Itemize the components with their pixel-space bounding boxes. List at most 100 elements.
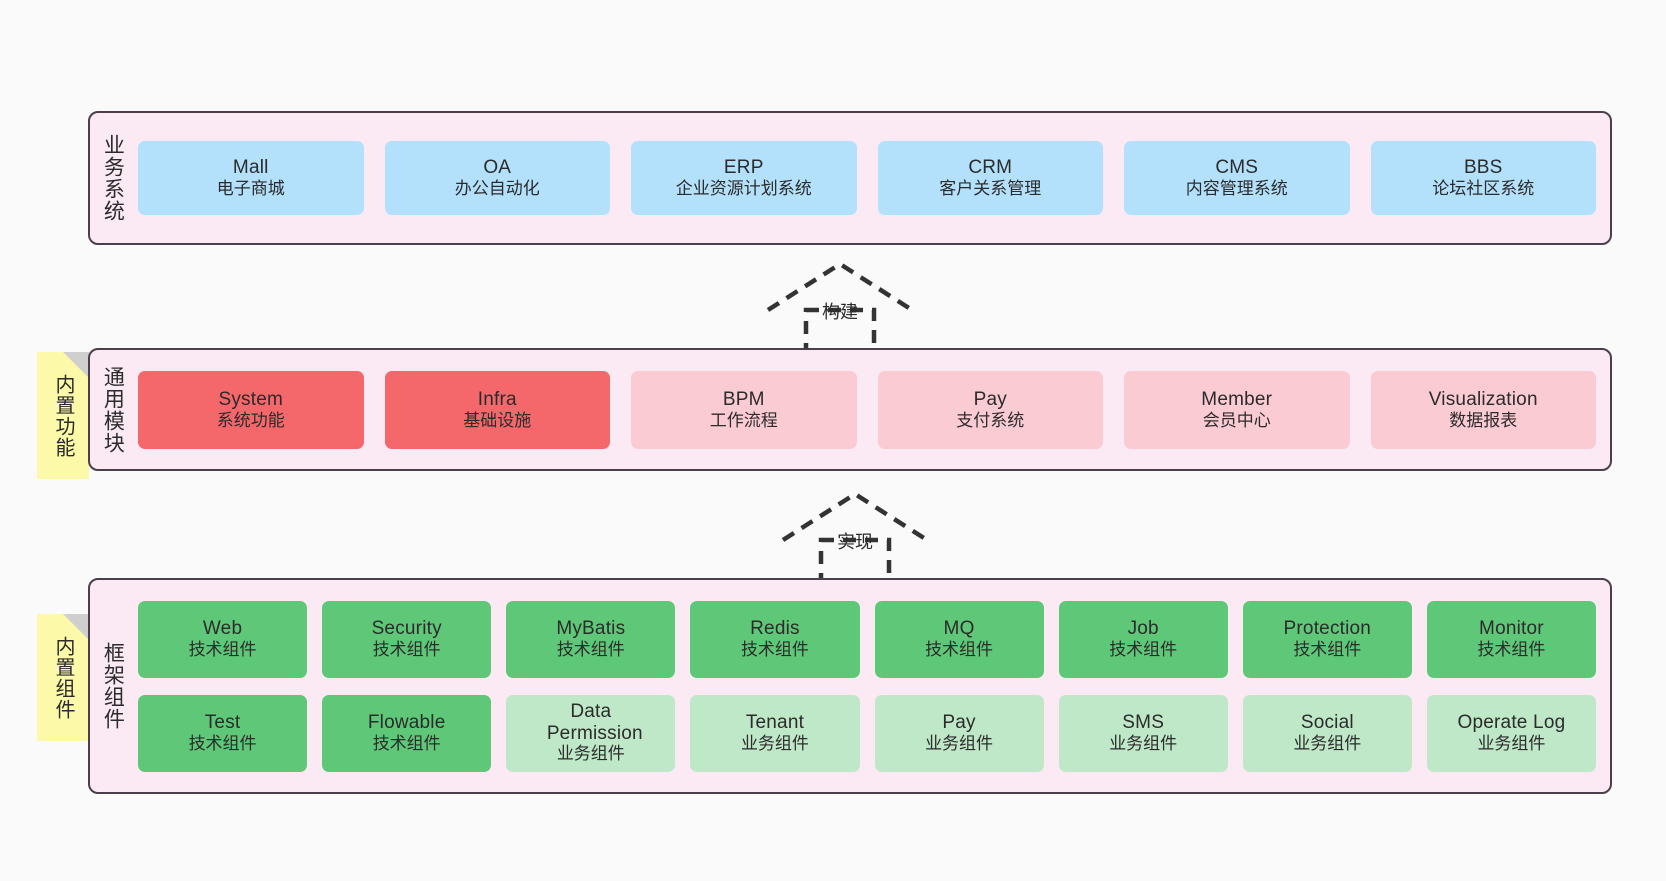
note-fold-corner-icon [63, 352, 89, 378]
note-label: 内置功能 [52, 373, 74, 458]
connector-build: 构建 [760, 258, 920, 356]
card-mall[interactable]: Mall 电子商城 [138, 141, 364, 215]
card-title: Monitor [1479, 618, 1544, 640]
card-title: Mall [232, 157, 269, 179]
card-flowable[interactable]: Flowable 技术组件 [322, 694, 492, 772]
card-subtitle: 技术组件 [372, 640, 441, 660]
card-subtitle: 数据报表 [1449, 410, 1518, 430]
card-web[interactable]: Web 技术组件 [138, 600, 308, 678]
layer-body-business-systems: Mall 电子商城 OA 办公自动化 ERP 企业资源计划系统 CRM 客户关系… [134, 113, 1610, 243]
card-title: Protection [1283, 618, 1372, 640]
card-mybatis[interactable]: MyBatis 技术组件 [506, 600, 676, 678]
note-label: 内置组件 [52, 635, 74, 720]
card-row: Test 技术组件 Flowable 技术组件 Data Permission … [138, 694, 1596, 772]
card-subtitle: 企业资源计划系统 [675, 179, 812, 199]
card-title: BBS [1463, 157, 1503, 179]
card-title: SMS [1122, 712, 1165, 734]
card-subtitle: 业务组件 [1293, 734, 1362, 754]
card-tenant[interactable]: Tenant 业务组件 [690, 694, 860, 772]
card-crm[interactable]: CRM 客户关系管理 [877, 141, 1103, 215]
card-title: Pay [973, 388, 1007, 410]
card-title: Flowable [367, 712, 446, 734]
card-row: Web 技术组件 Security 技术组件 MyBatis 技术组件 Redi… [138, 600, 1596, 678]
card-job[interactable]: Job 技术组件 [1058, 600, 1228, 678]
card-title: Redis [750, 618, 800, 640]
card-bpm[interactable]: BPM 工作流程 [631, 370, 857, 449]
card-system[interactable]: System 系统功能 [138, 370, 364, 449]
layer-framework-components: 框架组件 Web 技术组件 Security 技术组件 MyBatis 技术组件… [88, 578, 1612, 794]
layer-title-common-modules: 通用模块 [101, 365, 125, 454]
layer-body-framework-components: Web 技术组件 Security 技术组件 MyBatis 技术组件 Redi… [134, 580, 1610, 792]
card-redis[interactable]: Redis 技术组件 [690, 600, 860, 678]
card-data-permission[interactable]: Data Permission 业务组件 [506, 694, 676, 772]
card-title: CMS [1215, 157, 1259, 179]
card-title: Operate Log [1457, 712, 1566, 734]
card-subtitle: 论坛社区系统 [1432, 179, 1535, 199]
card-cms[interactable]: CMS 内容管理系统 [1124, 141, 1350, 215]
card-bbs[interactable]: BBS 论坛社区系统 [1370, 141, 1596, 215]
card-subtitle: 技术组件 [556, 640, 625, 660]
card-subtitle: 业务组件 [1477, 734, 1546, 754]
card-operate-log[interactable]: Operate Log 业务组件 [1426, 694, 1596, 772]
card-member[interactable]: Member 会员中心 [1124, 370, 1350, 449]
card-social[interactable]: Social 业务组件 [1242, 694, 1412, 772]
card-subtitle: 技术组件 [1477, 640, 1546, 660]
card-mq[interactable]: MQ 技术组件 [874, 600, 1044, 678]
card-subtitle: 技术组件 [372, 734, 441, 754]
card-pay-business[interactable]: Pay 业务组件 [874, 694, 1044, 772]
layer-title-business-systems: 业务系统 [101, 134, 125, 222]
card-erp[interactable]: ERP 企业资源计划系统 [631, 141, 857, 215]
card-subtitle: 业务组件 [1109, 734, 1178, 754]
card-row: Mall 电子商城 OA 办公自动化 ERP 企业资源计划系统 CRM 客户关系… [138, 141, 1596, 215]
card-title: Data Permission [546, 701, 643, 744]
layer-body-common-modules: System 系统功能 Infra 基础设施 BPM 工作流程 Pay 支付系统… [134, 350, 1610, 469]
card-title: Job [1127, 618, 1159, 640]
card-pay[interactable]: Pay 支付系统 [877, 370, 1103, 449]
card-subtitle: 技术组件 [1109, 640, 1178, 660]
card-subtitle: 技术组件 [1293, 640, 1362, 660]
card-subtitle: 技术组件 [925, 640, 994, 660]
layer-common-modules: 通用模块 System 系统功能 Infra 基础设施 BPM 工作流程 Pay… [88, 348, 1612, 471]
sticky-note-builtin-features: 内置功能 [37, 352, 89, 479]
card-monitor[interactable]: Monitor 技术组件 [1426, 600, 1596, 678]
sticky-note-builtin-components: 内置组件 [37, 614, 89, 741]
card-subtitle: 技术组件 [188, 734, 257, 754]
card-subtitle: 技术组件 [188, 640, 257, 660]
card-title: Visualization [1428, 388, 1538, 410]
card-subtitle: 业务组件 [740, 734, 809, 754]
card-subtitle: 基础设施 [463, 410, 532, 430]
card-subtitle: 办公自动化 [454, 179, 540, 199]
card-title: MQ [943, 618, 975, 640]
card-subtitle: 系统功能 [216, 410, 285, 430]
card-protection[interactable]: Protection 技术组件 [1242, 600, 1412, 678]
card-title: System [218, 388, 284, 410]
card-title: Social [1300, 712, 1354, 734]
card-title: BPM [722, 388, 765, 410]
connector-implement: 实现 [775, 488, 935, 586]
connector-label: 实现 [837, 532, 873, 552]
card-test[interactable]: Test 技术组件 [138, 694, 308, 772]
connector-label: 构建 [822, 302, 858, 322]
card-title: CRM [968, 157, 1013, 179]
card-infra[interactable]: Infra 基础设施 [384, 370, 610, 449]
card-visualization[interactable]: Visualization 数据报表 [1370, 370, 1596, 449]
card-subtitle: 客户关系管理 [939, 179, 1042, 199]
layer-title-framework-components: 框架组件 [101, 642, 125, 730]
card-subtitle: 支付系统 [956, 410, 1025, 430]
card-title: Tenant [745, 712, 805, 734]
note-fold-corner-icon [63, 614, 89, 640]
card-subtitle: 业务组件 [925, 734, 994, 754]
card-title: Security [371, 618, 442, 640]
card-title: OA [483, 157, 512, 179]
card-title: Infra [477, 388, 517, 410]
card-security[interactable]: Security 技术组件 [322, 600, 492, 678]
card-oa[interactable]: OA 办公自动化 [384, 141, 610, 215]
card-sms[interactable]: SMS 业务组件 [1058, 694, 1228, 772]
card-subtitle: 内容管理系统 [1185, 179, 1288, 199]
card-title: Pay [942, 712, 976, 734]
card-subtitle: 工作流程 [709, 410, 778, 430]
card-title: Member [1201, 388, 1273, 410]
card-row: System 系统功能 Infra 基础设施 BPM 工作流程 Pay 支付系统… [138, 370, 1596, 449]
card-title: Test [204, 712, 241, 734]
